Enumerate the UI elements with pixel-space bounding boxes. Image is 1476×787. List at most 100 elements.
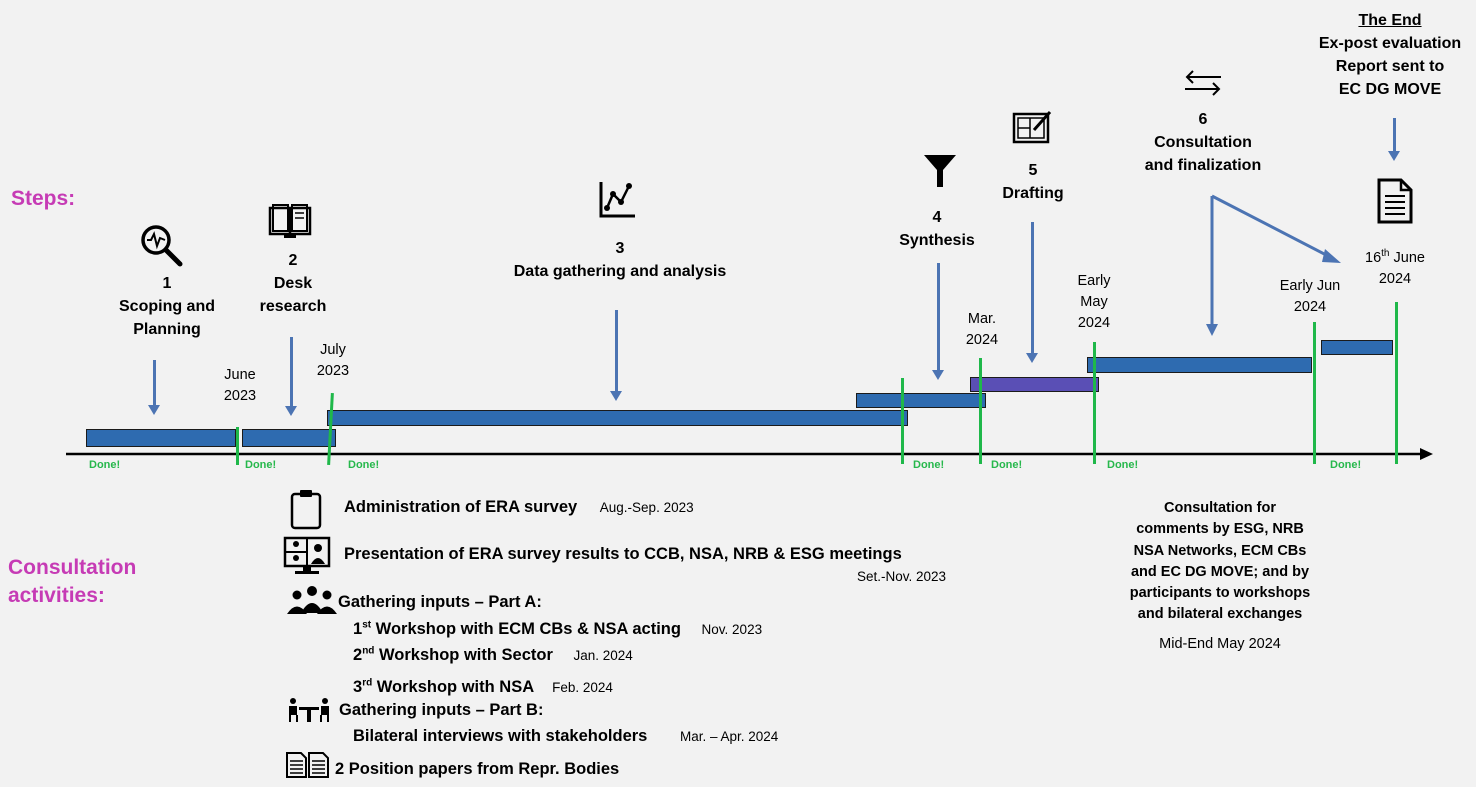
group-icon [287,585,337,615]
interview-table-icon [286,697,332,723]
the-end-line2: Report sent to [1335,58,1445,75]
activity-bilateral-text: Bilateral interviews with stakeholders [353,727,648,745]
phase-bar-3 [327,410,908,426]
arrow-step-6 [1206,194,1341,336]
steps-label: Steps: [11,187,76,210]
step-4-line1: Synthesis [899,232,975,249]
arrow-step-5 [1026,222,1038,363]
arrow-step-1 [148,360,160,415]
date-jun-2024: Early Jun 2024 [1270,276,1350,318]
step-1-line2: Planning [133,321,201,338]
blueprint-pencil-icon [1012,108,1054,144]
date-end-month: June [1389,249,1425,266]
done-label-4: Done! [913,459,945,471]
consultation-line1: Consultation for [1164,500,1276,516]
milestone-may-2024 [1093,342,1096,464]
date-july-2023-line1: July [320,342,346,358]
step-5-label: 5 Drafting [983,159,1083,205]
activity-era-survey-text: Administration of ERA survey [344,498,578,516]
phase-bar-5 [970,377,1099,392]
timeline-axis [66,448,1433,460]
open-book-icon [268,204,312,240]
activity-workshop-3-text: 3rd Workshop with NSA [353,677,534,696]
step-6-label: 6 Consultation and finalization [1128,108,1278,177]
date-mar-2024-line1: Mar. [967,311,997,327]
step-6-line1: Consultation [1154,134,1252,151]
two-documents-icon [285,752,331,778]
phase-bar-end [1321,340,1393,355]
consultation-line2: comments by ESG, NRB [1136,521,1304,538]
arrow-step-2 [285,337,297,416]
date-may-2024-line2: May [1080,294,1108,310]
step-2-number: 2 [288,252,298,269]
video-meeting-icon [283,536,331,576]
activity-workshop-3-date: Feb. 2024 [552,679,613,695]
consultation-label: Consultation activities: [8,554,136,610]
consultation-line5: participants to workshops [1129,585,1311,602]
step-2-label: 2 Desk research [243,249,343,318]
ws1-rest: Workshop with ECM CBs & NSA acting [371,619,681,638]
phase-bar-6 [1087,357,1312,373]
phase-bar-1 [86,429,236,447]
done-label-6: Done! [1107,459,1139,471]
step-1-number: 1 [162,275,172,292]
ws3-rest: Workshop with NSA [372,677,534,696]
activity-workshop-1: 1st Workshop with ECM CBs & NSA acting N… [353,619,762,639]
step-1-label: 1 Scoping and Planning [87,272,247,341]
step-2-line1: Desk [273,275,313,292]
magnifier-heartbeat-icon [138,222,186,270]
milestone-june-2023 [236,427,239,465]
done-label-3: Done! [348,459,380,471]
consultation-line3: NSA Networks, ECM CBs [1133,542,1307,559]
activity-bilateral: Bilateral interviews with stakeholders M… [353,727,778,746]
arrow-step-4 [932,263,944,380]
done-label-7: Done! [1330,459,1362,471]
date-end-line2: 2024 [1378,270,1412,287]
clipboard-icon [290,488,322,530]
ws2-num: 2 [353,645,363,664]
date-july-2023-line2: 2023 [316,363,350,379]
the-end-line3: EC DG MOVE [1338,81,1442,98]
done-label-5: Done! [991,459,1023,471]
document-icon [1377,178,1413,224]
milestone-synthesis [901,378,904,464]
done-label-2: Done! [245,459,277,471]
step-3-line1: Data gathering and analysis [513,263,727,280]
step-5-number: 5 [1028,162,1038,179]
phase-bar-4 [856,393,986,408]
milestone-end [1395,302,1398,464]
swap-arrows-icon [1183,70,1223,96]
step-4-number: 4 [932,209,942,226]
activity-presentation: Presentation of ERA survey results to CC… [344,545,902,563]
date-end: 16th June 2024 [1350,243,1440,290]
date-may-2024-line3: 2024 [1077,315,1111,331]
date-end-day: 16 [1365,249,1382,266]
the-end-label: The End Ex-post evaluation Report sent t… [1310,9,1470,101]
ws3-num: 3 [353,677,363,696]
the-end-line1: Ex-post evaluation [1318,35,1462,52]
activity-bilateral-date: Mar. – Apr. 2024 [679,729,779,744]
activity-workshop-2-date: Jan. 2024 [573,647,633,663]
step-2-line2: research [259,298,327,315]
date-jun-2024-line1: Early Jun [1279,278,1341,294]
date-end-line1: 16th June [1350,243,1440,269]
activity-workshop-1-text: 1st Workshop with ECM CBs & NSA acting [353,619,681,638]
arrow-end [1388,118,1400,161]
step-4-label: 4 Synthesis [887,206,987,252]
milestone-jun-2024 [1313,322,1316,464]
activity-position-papers: 2 Position papers from Repr. Bodies [335,760,620,778]
consultation-label-line2: activities: [8,584,105,607]
ws2-sup: nd [362,645,375,656]
done-label-1: Done! [89,459,121,471]
ws2-rest: Workshop with Sector [374,645,553,664]
date-end-suffix: th [1381,248,1390,259]
milestone-mar-2024 [979,358,982,464]
date-mar-2024: Mar. 2024 [952,309,1012,351]
consultation-label-line1: Consultation [8,556,137,579]
date-july-2023: July 2023 [303,340,363,382]
step-3-label: 3 Data gathering and analysis [470,237,770,283]
date-may-2024-line1: Early [1077,273,1111,289]
ws1-num: 1 [353,619,363,638]
funnel-icon [923,153,957,189]
step-6-line2: and finalization [1144,157,1262,174]
